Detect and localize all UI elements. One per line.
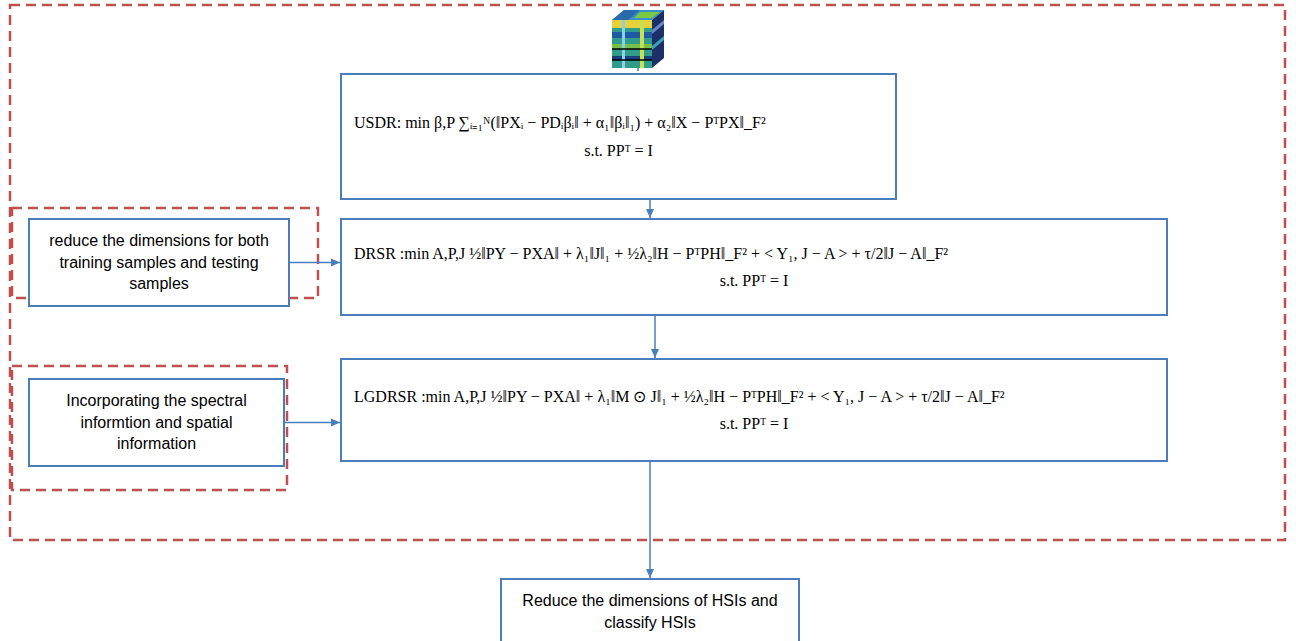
dashed-frame <box>12 366 287 490</box>
flow-arrow <box>649 462 651 578</box>
box-text: Reduce the dimensions of HSIs and classi… <box>514 590 786 633</box>
box-text: USDR: min β,P ∑ᵢ₌₁ᴺ(‖PXᵢ − PDᵢβᵢ‖ + α₁‖β… <box>354 111 883 134</box>
flow-arrow <box>290 262 340 264</box>
note-box: reduce the dimensions for both training … <box>28 218 290 307</box>
formula-box: DRSR :min A,P,J ½‖PY − PXA‖ + λ₁‖J‖₁ + ½… <box>340 218 1168 316</box>
flow-arrow <box>285 422 340 424</box>
box-text: Incorporating the spectral informtion an… <box>42 390 271 455</box>
result-box: Reduce the dimensions of HSIs and classi… <box>500 578 800 641</box>
box-text: DRSR :min A,P,J ½‖PY − PXA‖ + λ₁‖J‖₁ + ½… <box>354 242 1154 265</box>
flow-arrow <box>649 200 651 218</box>
constraint-text: s.t. PPᵀ = I <box>354 412 1154 435</box>
input-arrow <box>637 68 639 71</box>
flow-arrow <box>654 316 656 358</box>
note-box: Incorporating the spectral informtion an… <box>28 378 285 467</box>
formula-box: LGDRSR :min A,P,J ½‖PY − PXA‖ + λ₁‖M ⊙ J… <box>340 358 1168 462</box>
hyperspectral-cube <box>612 10 664 68</box>
constraint-text: s.t. PPᵀ = I <box>354 269 1154 292</box>
box-text: LGDRSR :min A,P,J ½‖PY − PXA‖ + λ₁‖M ⊙ J… <box>354 385 1154 408</box>
outer-dashed-frame <box>10 5 1285 540</box>
box-text: reduce the dimensions for both training … <box>42 230 276 295</box>
formula-box: USDR: min β,P ∑ᵢ₌₁ᴺ(‖PXᵢ − PDᵢβᵢ‖ + α₁‖β… <box>340 73 897 200</box>
constraint-text: s.t. PPᵀ = I <box>354 139 883 162</box>
